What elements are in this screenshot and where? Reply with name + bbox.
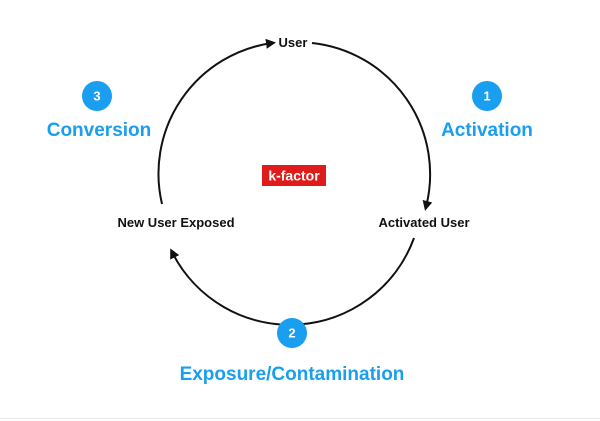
arc-user-to-activated (311, 42, 433, 211)
node-new-user-exposed: New User Exposed (117, 215, 234, 230)
arc-exposed-to-user (157, 38, 276, 205)
k-factor-badge: k-factor (262, 165, 326, 186)
phase-1-badge (472, 81, 502, 111)
phase-3-label: Conversion (47, 120, 152, 141)
phase-2-label: Exposure/Contamination (180, 364, 405, 385)
phase-1-number: 1 (483, 89, 490, 104)
k-factor-label: k-factor (268, 168, 320, 184)
phase-1-label: Activation (441, 120, 533, 141)
phase-3-number: 3 (93, 89, 100, 104)
phase-exposure-contamination: 2 Exposure/Contamination (180, 318, 405, 385)
node-user: User (279, 35, 308, 50)
bottom-divider (0, 418, 600, 419)
arc-activated-to-exposed (170, 237, 415, 326)
phase-2-number: 2 (288, 326, 295, 341)
phase-conversion: 3 Conversion (47, 81, 152, 141)
phase-2-badge (277, 318, 307, 348)
node-activated-user: Activated User (378, 215, 469, 230)
phase-3-badge (82, 81, 112, 111)
phase-activation: 1 Activation (441, 81, 533, 141)
